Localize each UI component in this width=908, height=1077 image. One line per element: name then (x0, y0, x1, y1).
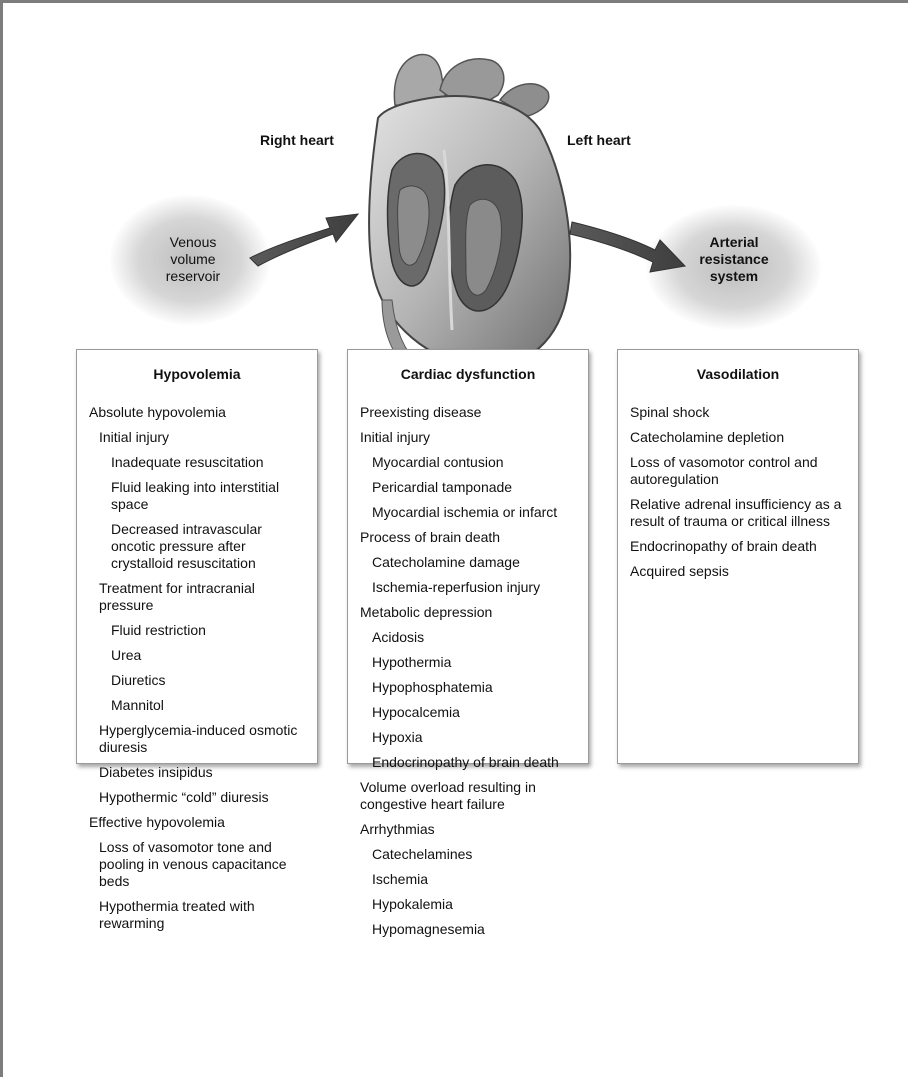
list-item: Hypothermic “cold” diuresis (99, 789, 269, 805)
list-item: Fluid leaking into interstitial space (111, 479, 280, 512)
list-item: Fluid restriction (111, 622, 206, 638)
arrow-venous-to-heart-icon (249, 213, 360, 267)
list-item: Arrhythmias (360, 821, 435, 837)
left-heart-label: Left heart (567, 132, 631, 148)
right-heart-label: Right heart (260, 132, 334, 148)
list-item: Hypoxia (372, 729, 423, 745)
list-item: Catecholamine damage (372, 554, 520, 570)
list-item: Ischemia-reperfusion injury (372, 579, 541, 595)
list-item: Hypocalcemia (372, 704, 460, 720)
list-item: Decreased intravascular oncotic pressure… (111, 521, 262, 571)
panel-title: Hypovolemia (153, 366, 241, 382)
list-item: Spinal shock (630, 404, 710, 420)
list-item: Hypophosphatemia (372, 679, 493, 695)
list-item: Hypokalemia (372, 896, 453, 912)
list-item: Diabetes insipidus (99, 764, 213, 780)
list-item: Endocrinopathy of brain death (630, 538, 817, 554)
list-item: Absolute hypovolemia (89, 404, 226, 420)
list-item: Myocardial contusion (372, 454, 504, 470)
list-item: Initial injury (99, 429, 170, 445)
arterial-system-label: Arterial resistance system (699, 234, 769, 284)
list-item: Volume overload resulting in congestive … (360, 779, 536, 812)
list-item: Endocrinopathy of brain death (372, 754, 559, 770)
list-item: Relative adrenal insufficiency as a resu… (630, 496, 842, 529)
list-item: Loss of vasomotor control and autoregula… (630, 454, 818, 487)
list-item: Hyperglycemia-induced osmotic diuresis (99, 722, 298, 755)
list-item: Acidosis (372, 629, 425, 645)
list-item: Urea (111, 647, 142, 663)
list-item: Effective hypovolemia (89, 814, 225, 830)
list-item: Inadequate resuscitation (111, 454, 264, 470)
list-item: Hypomagnesemia (372, 921, 485, 937)
list-item: Diuretics (111, 672, 166, 688)
list-item: Mannitol (111, 697, 164, 713)
list-item: Catecholamine depletion (630, 429, 785, 445)
arrow-heart-to-arterial-icon (569, 221, 687, 273)
list-item: Hypothermia (372, 654, 452, 670)
list-item: Pericardial tamponade (372, 479, 513, 495)
list-item: Process of brain death (360, 529, 501, 545)
list-item: Loss of vasomotor tone and pooling in ve… (99, 839, 287, 889)
list-item: Acquired sepsis (630, 563, 729, 579)
list-item: Treatment for intracranial pressure (99, 580, 255, 613)
venous-reservoir-ellipse (110, 195, 270, 325)
panel-title: Cardiac dysfunction (400, 366, 536, 382)
list-item: Initial injury (360, 429, 431, 445)
list-item: Catechelamines (372, 846, 473, 862)
list-item: Hypothermia treated with rewarming (99, 898, 255, 931)
list-item: Ischemia (372, 871, 429, 887)
list-item: Myocardial ischemia or infarct (372, 504, 558, 520)
venous-reservoir-label: Venous volume reservoir (165, 234, 221, 284)
heart-icon (368, 53, 572, 373)
panel-title: Vasodilation (696, 366, 780, 382)
list-item: Preexisting disease (360, 404, 482, 420)
list-item: Metabolic depression (360, 604, 493, 620)
